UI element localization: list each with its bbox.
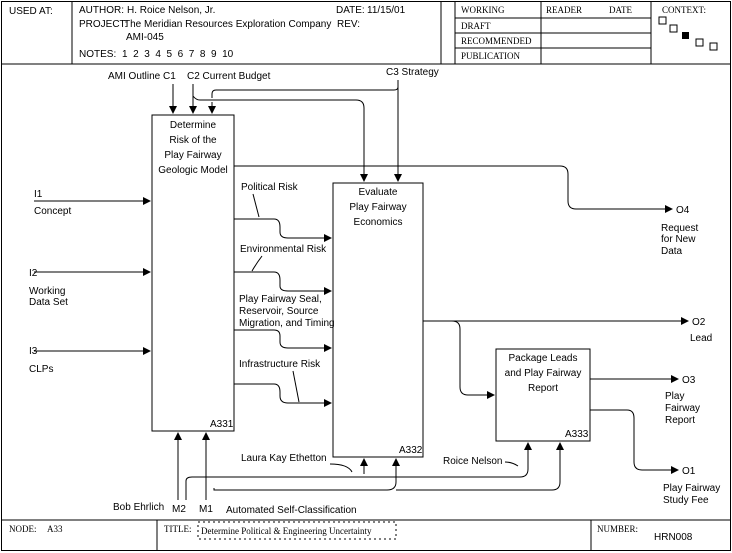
o3-label-1: Play <box>665 391 684 402</box>
a331-id: A331 <box>210 419 234 430</box>
a332-title-2: Play Fairway <box>349 202 406 213</box>
i1-code: I1 <box>34 189 43 200</box>
a331-title-4: Geologic Model <box>158 165 227 176</box>
node-value: A33 <box>47 524 63 534</box>
m1-branch-a332 <box>213 481 397 491</box>
o1-arrow <box>590 409 679 474</box>
a333-id: A333 <box>565 429 589 440</box>
status-draft: DRAFT <box>461 21 491 31</box>
a331-title-3: Play Fairway <box>164 150 221 161</box>
i2-label-1: Working <box>29 286 66 297</box>
number-value: HRN008 <box>654 532 693 543</box>
political-risk-arrow <box>234 218 332 242</box>
seal-label-1: Play Fairway Seal, <box>239 294 322 305</box>
a332-title-3: Economics <box>354 217 403 228</box>
o4-arrow <box>234 165 673 213</box>
title-value: Determine Political & Engineering Uncert… <box>201 526 372 536</box>
roice-label: Roice Nelson <box>443 456 502 467</box>
infrastructure-squiggle <box>292 370 300 403</box>
environmental-squiggle <box>251 255 263 272</box>
box-a331 <box>151 114 235 432</box>
i2-label-2: Data Set <box>29 297 68 308</box>
i2-code: I2 <box>29 268 38 279</box>
status-working: WORKING <box>461 5 505 15</box>
project-code: AMI-045 <box>126 32 164 43</box>
laura-label: Laura Kay Ethetton <box>241 453 327 464</box>
political-risk-label: Political Risk <box>241 182 299 193</box>
project-value: The Meridian Resources Exploration Compa… <box>124 19 331 30</box>
context-icon <box>658 16 718 51</box>
used-at-label: USED AT: <box>9 6 53 17</box>
m1-label: Automated Self-Classification <box>226 505 357 516</box>
reader-label: READER <box>546 5 582 15</box>
roice-connector <box>504 461 519 467</box>
c1-label: AMI Outline C1 <box>108 71 176 82</box>
seal-label-3: Migration, and Timing <box>239 318 335 329</box>
a331-title-1: Determine <box>170 120 217 131</box>
date-value: 11/15/01 <box>367 5 406 16</box>
status-publication: PUBLICATION <box>461 51 521 61</box>
footer-frame <box>1 519 731 551</box>
title-selection <box>197 521 397 540</box>
project-label: PROJECT: <box>79 19 127 30</box>
title-label: TITLE: <box>164 524 192 534</box>
seal-label-2: Reservoir, Source <box>239 306 319 317</box>
infrastructure-risk-arrow <box>234 383 332 407</box>
author-value: H. Roice Nelson, Jr. <box>127 5 215 16</box>
box-a332 <box>332 182 424 458</box>
o2-code: O2 <box>692 317 706 328</box>
notes-label: NOTES: <box>79 49 116 60</box>
m2-branch <box>185 468 529 484</box>
o1-label-1: Play Fairway <box>663 483 720 494</box>
rev-label: REV: <box>337 19 360 30</box>
m2-label: Bob Ehrlich <box>113 502 164 513</box>
o3-label-2: Fairway <box>665 403 700 414</box>
o1-code: O1 <box>682 466 696 477</box>
environmental-risk-arrow <box>234 271 332 295</box>
a333-title-1: Package Leads <box>509 353 578 364</box>
box-a333 <box>495 348 591 442</box>
o4-code: O4 <box>676 205 690 216</box>
a333-title-3: Report <box>528 383 558 394</box>
context-label: CONTEXT: <box>662 5 706 15</box>
node-label: NODE: <box>9 524 37 534</box>
i3-label: CLPs <box>29 364 53 375</box>
date-label: DATE: <box>336 5 365 16</box>
a331-title-2: Risk of the <box>169 135 217 146</box>
lead-to-a333-arrow <box>451 320 495 399</box>
o3-label-3: Report <box>665 415 695 426</box>
m1-arrow-a333 <box>396 442 564 491</box>
a332-title-1: Evaluate <box>359 187 398 198</box>
seal-arrow <box>234 329 332 352</box>
c2-arrow-a332 <box>192 95 368 182</box>
a333-title-2: and Play Fairway <box>505 368 582 379</box>
infrastructure-risk-label: Infrastructure Risk <box>239 359 321 370</box>
c3-label: C3 Strategy <box>386 67 439 78</box>
o1-label-2: Study Fee <box>663 495 709 506</box>
m1-code: M1 <box>199 504 213 515</box>
i3-code: I3 <box>29 346 38 357</box>
environmental-risk-label: Environmental Risk <box>240 244 327 255</box>
laura-connector <box>329 463 353 473</box>
c2-label: C2 Current Budget <box>187 71 271 82</box>
c3-branch-a331 <box>211 80 399 98</box>
status-recommended: RECOMMENDED <box>461 36 532 46</box>
political-squiggle <box>252 193 260 218</box>
number-label: NUMBER: <box>597 524 638 534</box>
o2-label: Lead <box>690 333 712 344</box>
o4-label-2: for New <box>661 234 696 245</box>
o4-label-1: Request <box>661 223 698 234</box>
o4-label-3: Data <box>661 246 683 257</box>
notes-numbers: 1 2 3 4 5 6 7 8 9 10 <box>122 49 234 60</box>
a332-id: A332 <box>399 445 423 456</box>
o3-code: O3 <box>682 375 696 386</box>
author-label: AUTHOR: <box>79 5 124 16</box>
m2-code: M2 <box>172 504 186 515</box>
reader-date-label: DATE <box>609 5 632 15</box>
i1-label: Concept <box>34 206 71 217</box>
